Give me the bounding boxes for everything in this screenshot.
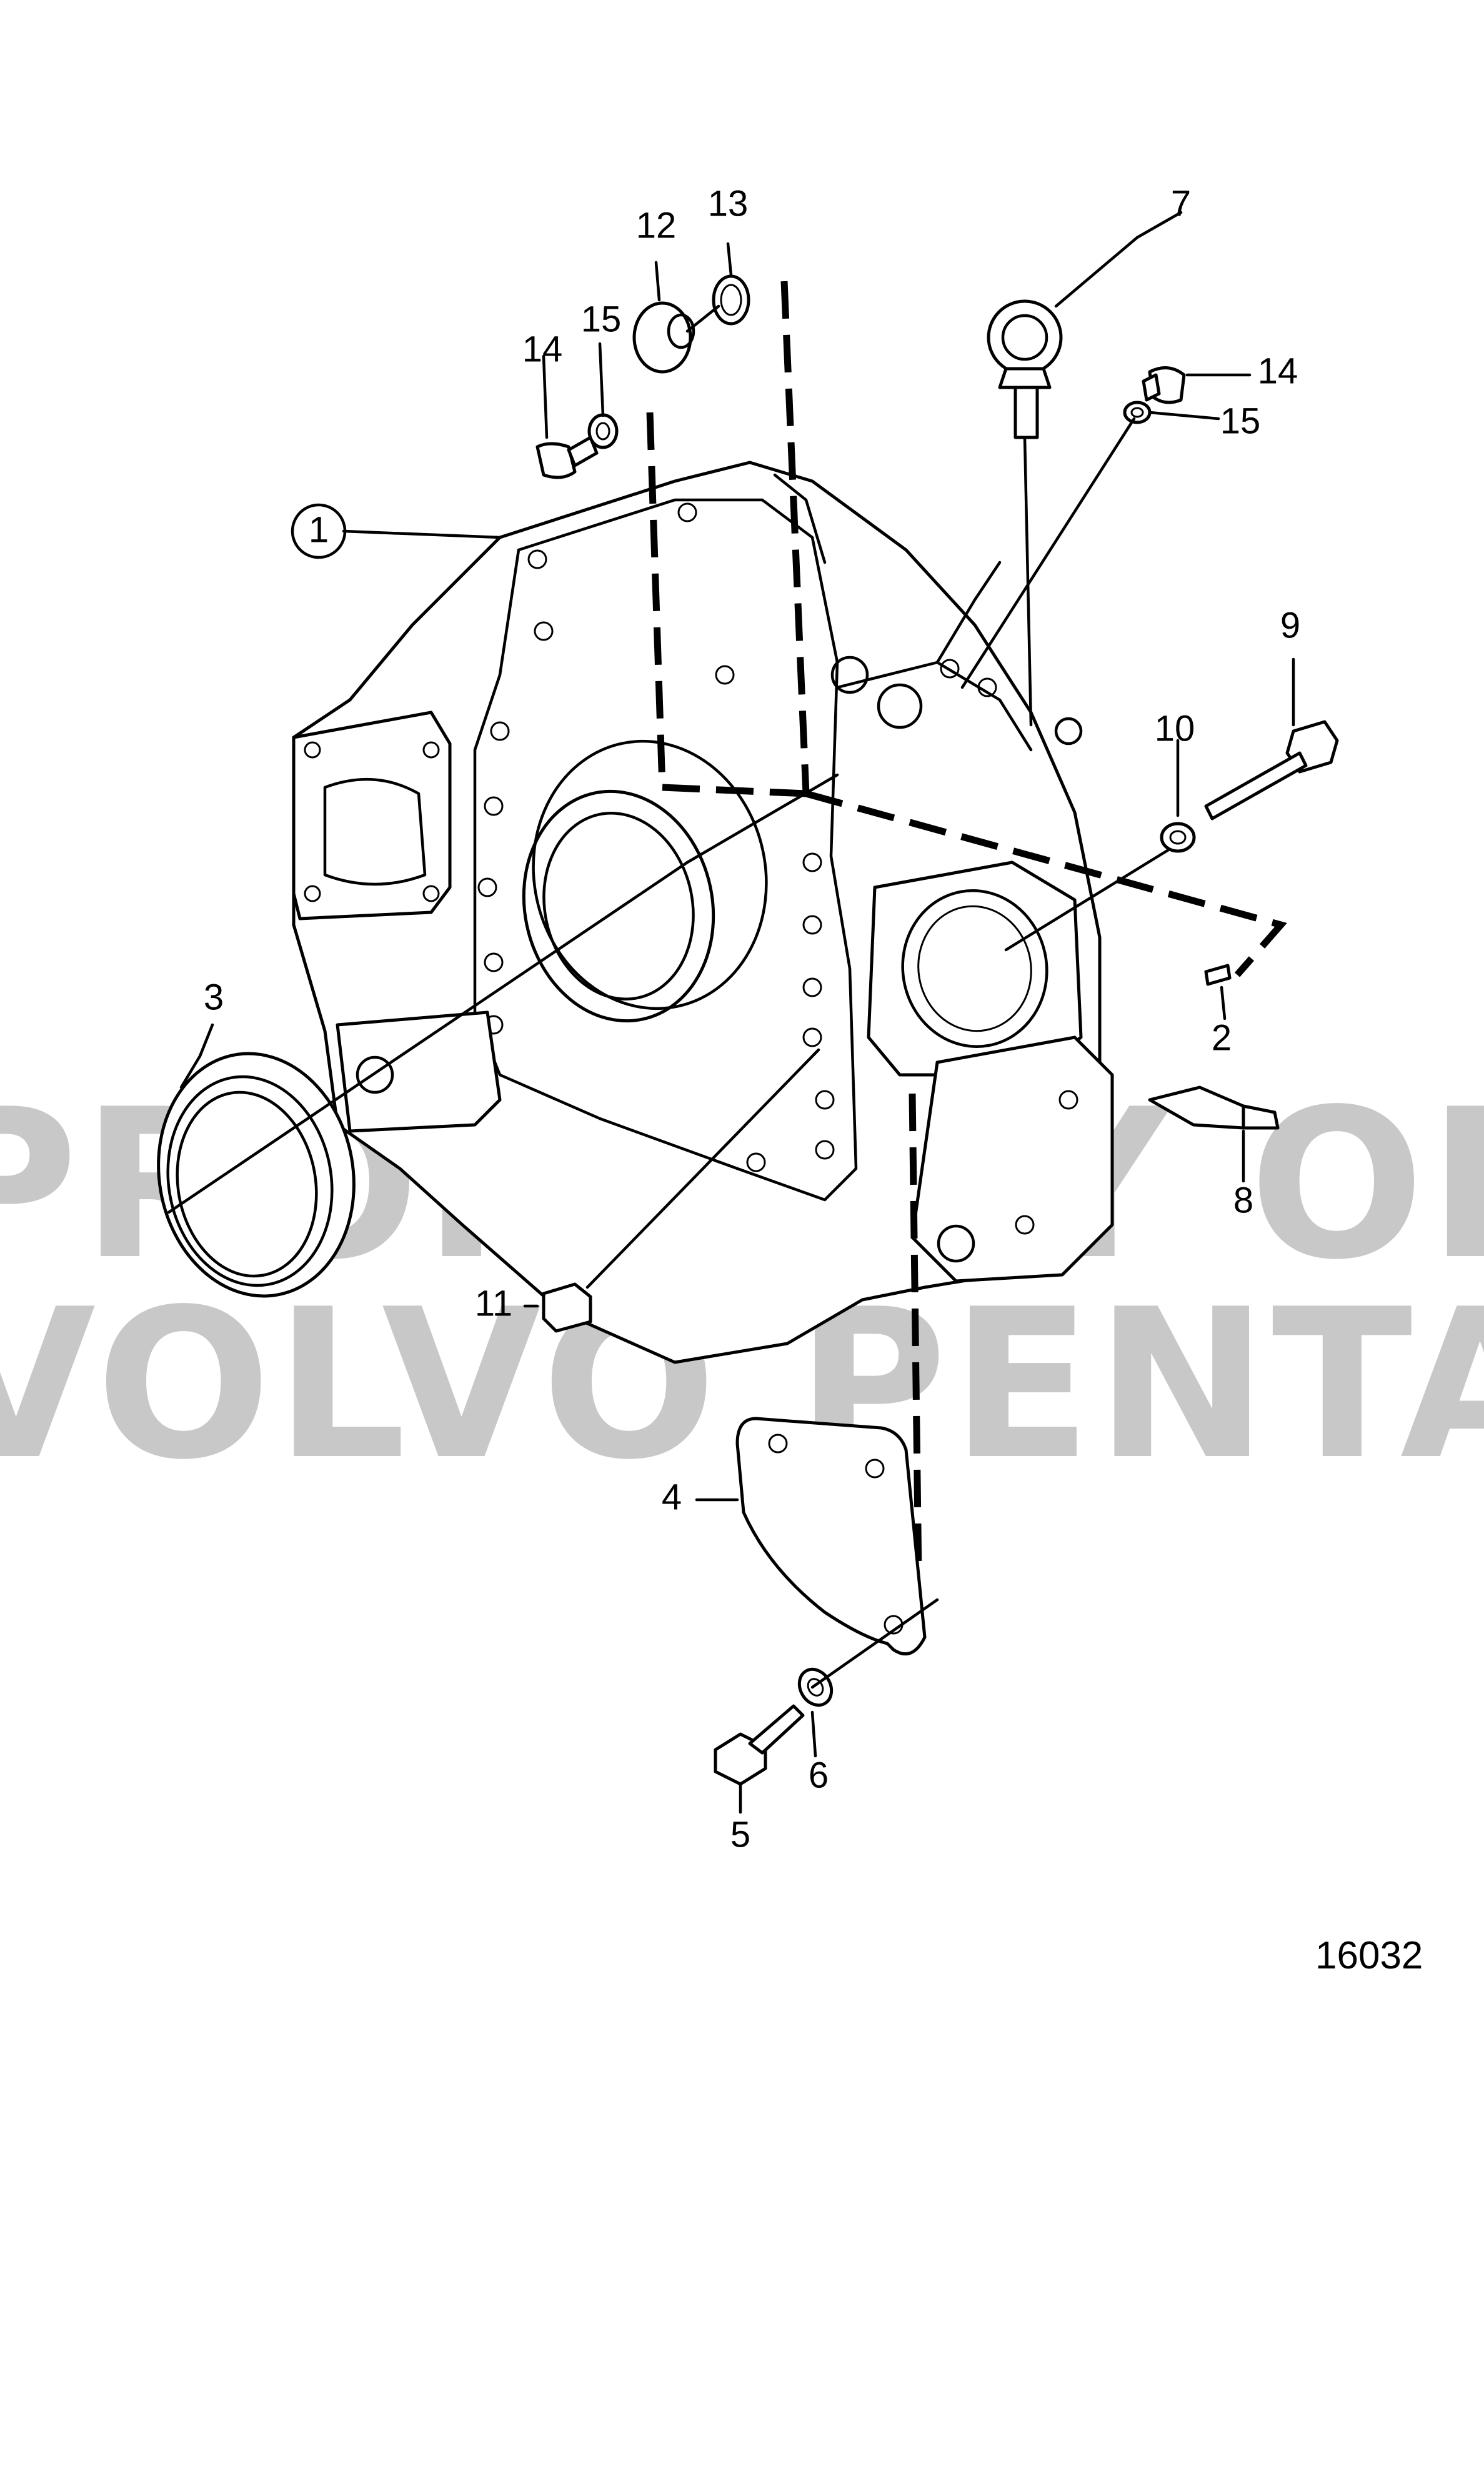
callout-10: 10 — [1155, 708, 1195, 749]
callout-12: 12 — [636, 205, 677, 246]
washer-15-right — [1123, 401, 1152, 424]
callout-9: 9 — [1280, 605, 1300, 646]
figure-number: 16032 — [1315, 1934, 1423, 1977]
crankshaft-seal — [157, 1052, 356, 1298]
callout-8: 8 — [1233, 1180, 1253, 1220]
dowel-pin-2 — [1204, 964, 1232, 986]
callout-5: 5 — [730, 1814, 750, 1855]
timing-gear-housing — [292, 461, 1114, 1364]
callout-2: 2 — [1212, 1017, 1232, 1058]
o-ring-13 — [712, 274, 750, 326]
callout-14-right: 14 — [1258, 351, 1298, 391]
lifting-eye-7 — [987, 299, 1063, 439]
callout-3: 3 — [204, 977, 224, 1017]
leader-lines — [167, 211, 1295, 1814]
callout-13: 13 — [708, 183, 749, 224]
dowel-11 — [542, 1282, 592, 1333]
callout-14-left: 14 — [522, 329, 563, 369]
callout-7: 7 — [1171, 183, 1191, 224]
callout-15-left: 15 — [581, 299, 622, 339]
callout-15-right: 15 — [1220, 401, 1261, 441]
washer-15-left — [587, 413, 619, 449]
bolt-9 — [1204, 720, 1339, 821]
callout-labels: 1 2 3 4 5 6 7 8 9 10 11 12 13 14 14 15 1… — [204, 183, 1300, 1855]
callout-11: 11 — [475, 1283, 512, 1324]
callout-4: 4 — [662, 1477, 682, 1517]
plug-14-left — [535, 436, 599, 479]
timing-indicator-8 — [1148, 1085, 1280, 1130]
plug-12 — [632, 301, 695, 374]
gasket-outline — [646, 281, 1287, 1575]
washer-6 — [797, 1667, 834, 1707]
callout-1: 1 — [309, 509, 329, 550]
callout-1-circle — [291, 503, 347, 559]
plug-14-right — [1142, 366, 1186, 404]
bolt-5 — [714, 1704, 805, 1786]
washer-10 — [1160, 822, 1196, 853]
callout-6: 6 — [809, 1755, 829, 1795]
cover-plate — [735, 1417, 927, 1656]
